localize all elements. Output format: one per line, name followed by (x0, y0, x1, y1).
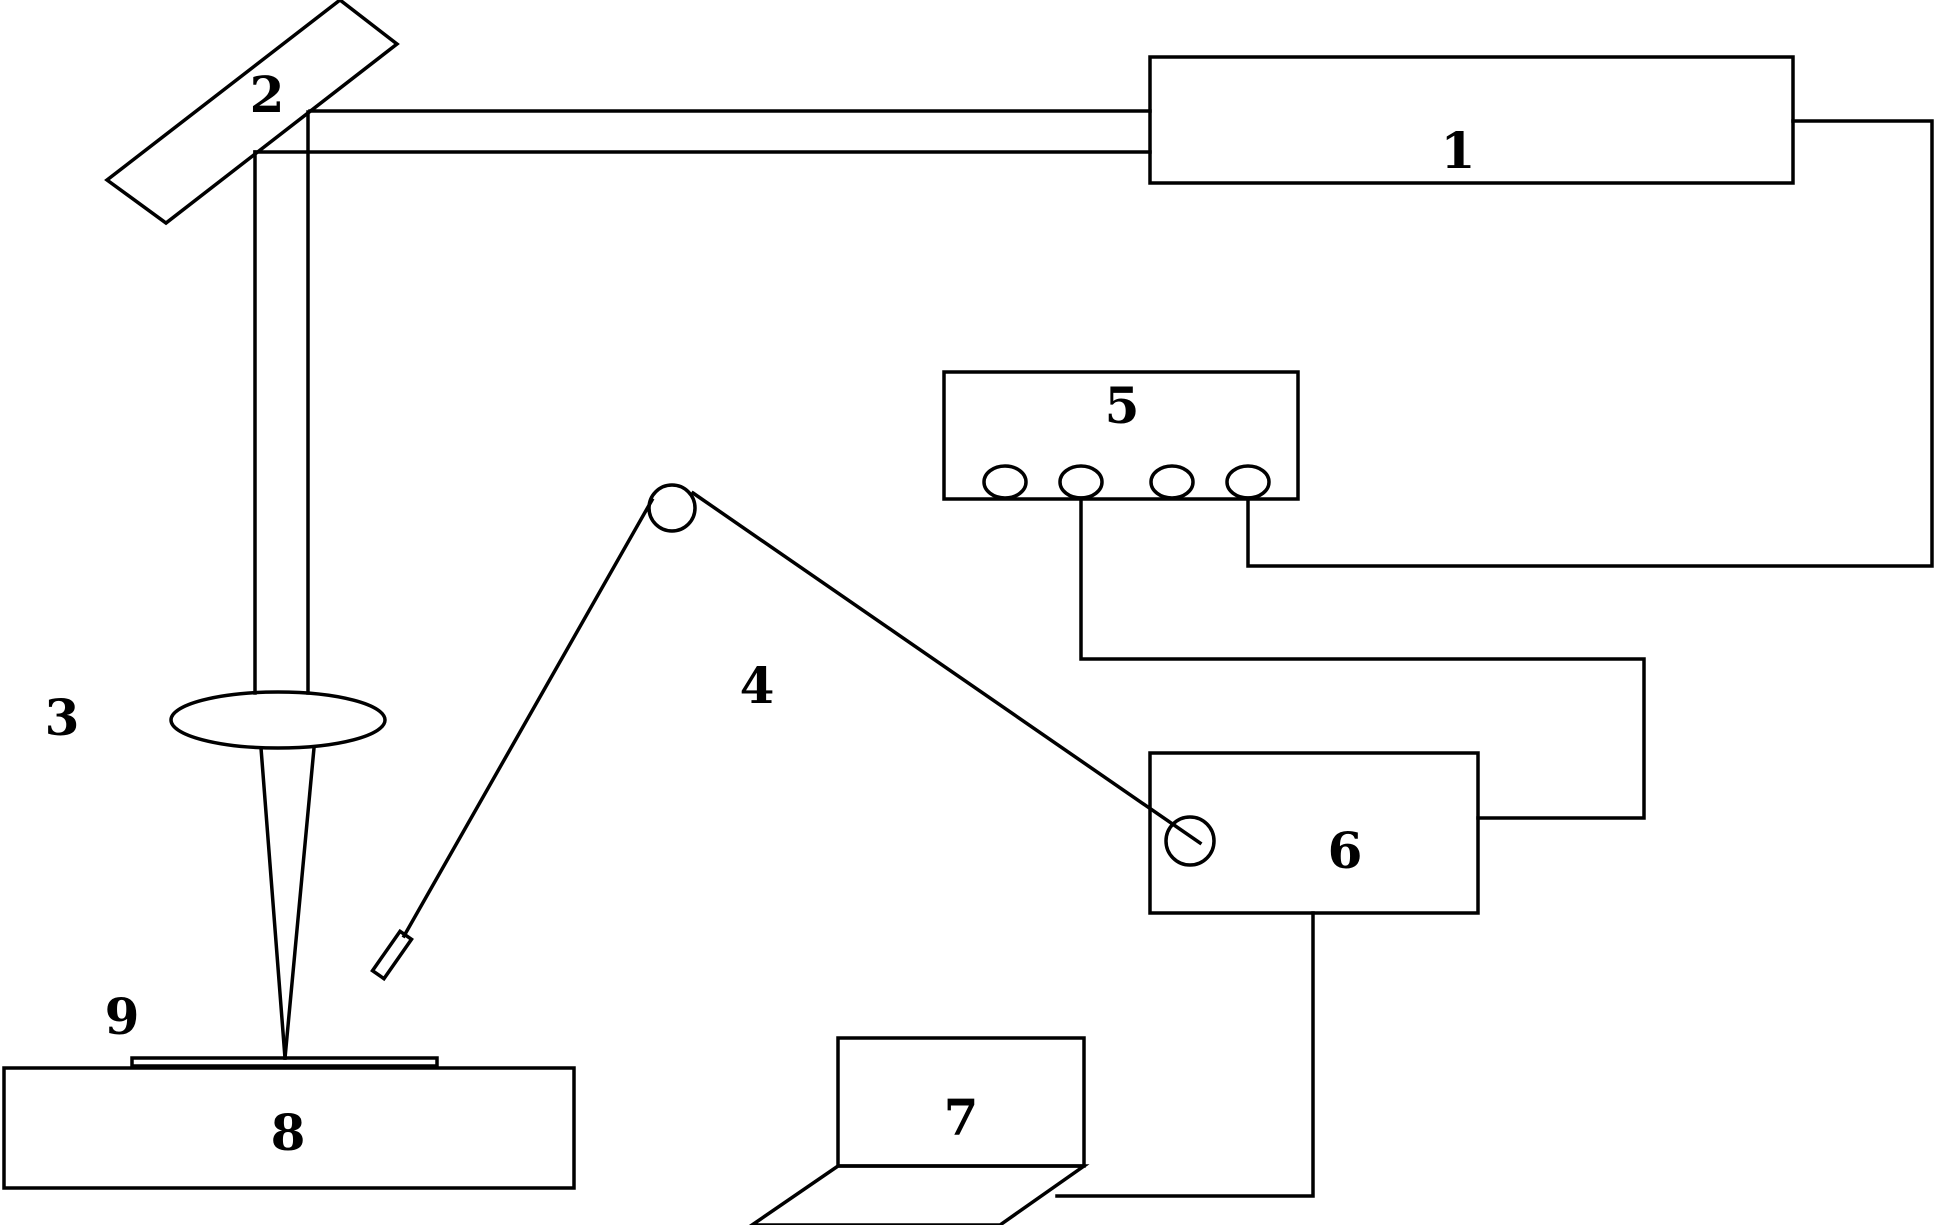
label-delay-generator: 5 (1105, 376, 1140, 435)
label-lens: 3 (45, 688, 80, 747)
fiber-probe (370, 928, 414, 982)
label-mirror: 2 (250, 65, 285, 124)
laser-unit: 1 (1148, 55, 1795, 185)
cable-laser-to-delay (1246, 119, 1934, 568)
connector-port-3 (1149, 464, 1195, 500)
label-sample: 9 (105, 987, 140, 1046)
computer: 7 (748, 1036, 1090, 1225)
label-stage: 8 (271, 1103, 306, 1162)
focusing-lens: 3 (45, 688, 387, 750)
laser-beam-horizontal (253, 109, 1152, 154)
mirror: 2 (104, 0, 400, 226)
label-laser: 1 (1441, 121, 1476, 180)
delay-generator: 5 (942, 370, 1300, 501)
signal-cables (1055, 119, 1934, 1198)
cable-delay-to-spectrometer (1079, 496, 1646, 820)
laser-beam-vertical (253, 110, 310, 695)
label-spectrometer: 6 (1328, 821, 1363, 880)
focused-beam (259, 746, 316, 1060)
optical-fiber: 4 (370, 483, 1203, 982)
label-fiber: 4 (740, 656, 775, 715)
connector-port-4 (1225, 464, 1271, 500)
stage: 8 (2, 1066, 576, 1190)
fiber-pulley (647, 483, 697, 533)
cable-spectrometer-to-computer (1055, 911, 1315, 1198)
label-computer: 7 (944, 1088, 979, 1147)
sample: 9 (105, 987, 439, 1068)
laptop-keyboard (748, 1164, 1090, 1225)
spectrometer: 6 (1148, 751, 1480, 915)
fiber-input-port (1164, 815, 1216, 867)
connector-port-1 (982, 464, 1028, 500)
connector-port-2 (1058, 464, 1104, 500)
